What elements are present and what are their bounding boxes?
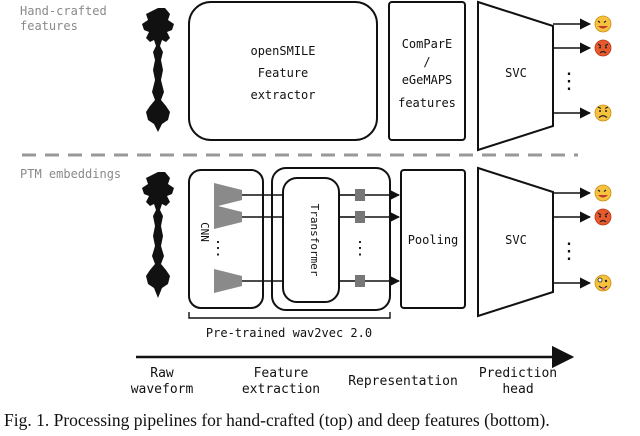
compare-label-line4: features — [398, 96, 456, 110]
pooling-box — [400, 169, 466, 309]
hand-crafted-label-line2: features — [20, 19, 78, 33]
cnn-filter-3 — [214, 269, 242, 293]
figure-caption: Fig. 1. Processing pipelines for hand-cr… — [4, 410, 550, 430]
compare-features-box — [388, 1, 466, 141]
raw-waveform-bottom-icon — [142, 172, 174, 298]
cnn-filter-2 — [214, 205, 242, 229]
compare-label-line3: eGeMAPS — [402, 73, 453, 87]
cnn-box — [188, 169, 264, 309]
compare-label-line1: ComParE — [402, 37, 453, 51]
stage-prediction-head-line1: Prediction — [479, 366, 557, 381]
sad-face-icon — [594, 104, 612, 122]
stage-raw-waveform-line1: Raw — [150, 366, 174, 381]
angry-face-icon — [594, 208, 612, 226]
laughing-face-icon — [594, 15, 612, 33]
cnn-filter-1 — [214, 183, 242, 207]
top-ellipsis: ⋮ — [558, 68, 580, 93]
svc-bottom-label: SVC — [505, 233, 527, 247]
raw-waveform-top-icon — [142, 8, 174, 132]
opensmile-label-line3: extractor — [250, 88, 315, 102]
representation-node-2 — [355, 211, 365, 223]
representation-ellipsis: ⋮ — [351, 238, 369, 258]
wav2vec-brace — [188, 312, 391, 319]
stage-feature-extraction-line1: Feature — [254, 366, 309, 381]
hand-crafted-label-line1: Hand-crafted — [20, 4, 107, 18]
stage-raw-waveform-line2: waveform — [131, 382, 194, 397]
laughing-face-icon — [594, 184, 612, 202]
bottom-ellipsis: ⋮ — [558, 238, 580, 263]
transformer-label: Transformer — [308, 204, 321, 277]
stage-prediction-head-line2: head — [502, 382, 533, 397]
pooling-label: Pooling — [408, 233, 459, 247]
opensmile-label-line1: openSMILE — [250, 44, 315, 58]
compare-label-line2: / — [423, 55, 430, 69]
svc-top-trapezoid — [477, 0, 554, 152]
svc-top-label: SVC — [505, 66, 527, 80]
stage-feature-extraction-line2: extraction — [242, 382, 320, 397]
cnn-label: CNN — [198, 222, 211, 242]
transformer-inner-box — [282, 177, 340, 303]
cnn-ellipsis: ⋮ — [209, 238, 227, 258]
feature-flow-lines — [242, 194, 355, 282]
crazy-face-icon — [594, 274, 612, 292]
angry-face-icon — [594, 39, 612, 57]
representation-node-1 — [355, 189, 365, 201]
ptm-embeddings-label: PTM embeddings — [20, 167, 121, 181]
svc-bottom-trapezoid — [477, 166, 554, 318]
transformer-outer-box — [271, 167, 391, 311]
opensmile-box — [188, 1, 378, 141]
stage-representation: Representation — [348, 374, 458, 389]
representation-node-3 — [355, 275, 365, 287]
opensmile-label-line2: Feature — [258, 66, 309, 80]
wav2vec-label: Pre-trained wav2vec 2.0 — [206, 326, 372, 340]
